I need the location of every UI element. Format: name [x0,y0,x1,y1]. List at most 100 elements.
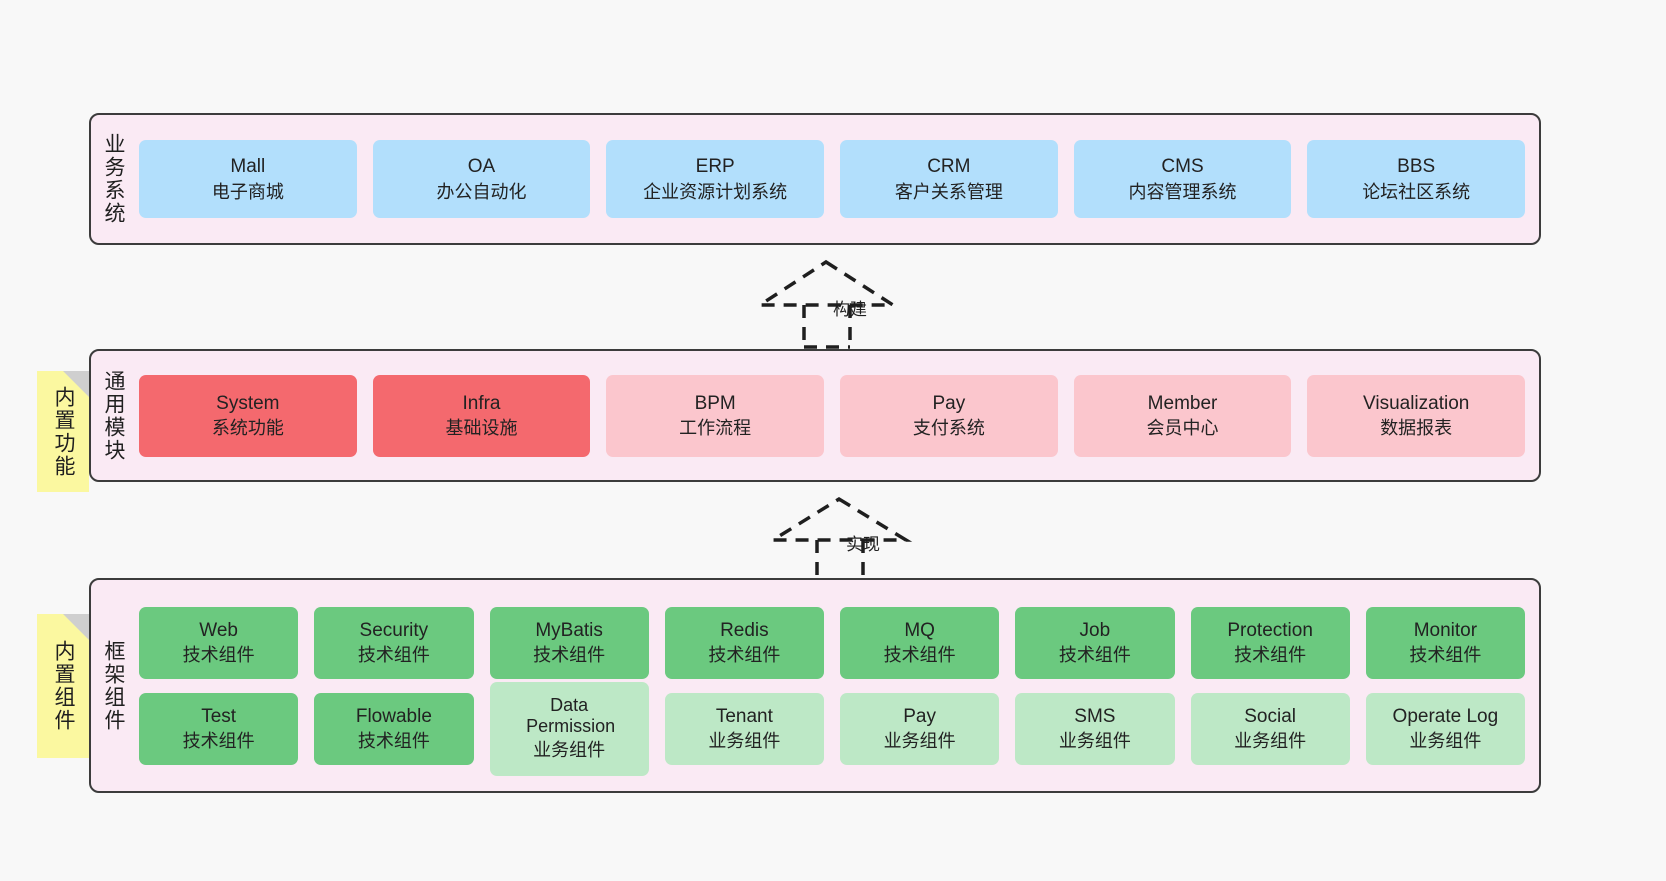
card-subtitle: 电子商城 [211,181,284,202]
card-data-permission[interactable]: Data Permission 业务组件 [489,681,649,776]
card-subtitle: 业务组件 [1058,731,1131,752]
card-member[interactable]: Member 会员中心 [1073,374,1292,457]
card-subtitle: 基础设施 [445,418,518,439]
section-common-modules: 通用模块 System 系统功能 Infra 基础设施 BPM 工作流程 Pay… [89,349,1541,482]
card-title: CRM [927,156,971,178]
card-title: Protection [1227,619,1313,641]
card-title: BPM [694,392,736,414]
card-title: BBS [1397,156,1436,178]
card-infra[interactable]: Infra 基础设施 [372,374,591,457]
card-subtitle: 业务组件 [533,739,606,760]
card-title: CMS [1161,156,1204,178]
connector-build-arrow [755,259,899,349]
note-label: 内置组件 [52,640,76,732]
card-title: SMS [1074,705,1116,727]
card-subtitle: 系统功能 [211,418,284,439]
connector-implement: 实现 [768,492,913,584]
card-system[interactable]: System 系统功能 [139,374,357,457]
section-body-common-modules: System 系统功能 Infra 基础设施 BPM 工作流程 Pay 支付系统… [135,351,1539,480]
card-title: System [216,392,280,414]
card-title: Social [1244,705,1296,727]
card-test[interactable]: Test 技术组件 [139,692,299,765]
card-subtitle: 技术组件 [533,645,606,666]
card-title: Web [199,619,238,641]
card-subtitle: 业务组件 [883,731,956,752]
card-protection[interactable]: Protection 技术组件 [1190,606,1350,679]
card-subtitle: 业务组件 [1234,731,1307,752]
card-bpm[interactable]: BPM 工作流程 [606,374,825,457]
card-security[interactable]: Security 技术组件 [314,606,474,679]
card-mq[interactable]: MQ 技术组件 [840,606,1000,679]
card-title: Redis [720,619,769,641]
card-mybatis[interactable]: MyBatis 技术组件 [489,606,649,679]
card-sms[interactable]: SMS 业务组件 [1015,692,1175,765]
card-pay-business[interactable]: Pay 业务组件 [840,692,1000,765]
card-subtitle: 企业资源计划系统 [643,181,788,202]
card-title: Infra [462,392,501,414]
card-subtitle: 客户关系管理 [894,181,1003,202]
card-redis[interactable]: Redis 技术组件 [664,606,824,679]
card-title: OA [467,156,496,178]
card-subtitle: 技术组件 [1234,645,1307,666]
card-subtitle: 技术组件 [1058,645,1131,666]
card-subtitle: 技术组件 [1409,645,1482,666]
card-monitor[interactable]: Monitor 技术组件 [1365,606,1525,679]
card-subtitle: 技术组件 [357,731,430,752]
card-visualization[interactable]: Visualization 数据报表 [1307,374,1526,457]
card-subtitle: 技术组件 [182,731,255,752]
card-pay[interactable]: Pay 支付系统 [840,374,1058,457]
card-title: Data Permission [526,694,616,737]
card-subtitle: 支付系统 [912,418,985,439]
card-subtitle: 技术组件 [883,645,956,666]
card-flowable[interactable]: Flowable 技术组件 [314,692,474,765]
card-crm[interactable]: CRM 客户关系管理 [840,140,1058,218]
card-title: MyBatis [535,619,603,641]
card-title: Pay [932,392,966,414]
card-cms[interactable]: CMS 内容管理系统 [1073,140,1292,218]
card-title: Tenant [715,705,773,727]
card-title: Operate Log [1392,705,1499,727]
section-label-common-modules: 通用模块 [102,369,126,462]
card-title: Mall [230,156,266,178]
card-title: Security [359,619,429,641]
card-subtitle: 工作流程 [679,418,752,439]
card-oa[interactable]: OA 办公自动化 [372,140,591,218]
card-operate-log[interactable]: Operate Log 业务组件 [1365,692,1525,765]
card-title: Flowable [355,705,432,727]
card-subtitle: 论坛社区系统 [1362,181,1471,202]
connector-implement-label: 实现 [846,535,880,554]
section-label-framework-components: 框架组件 [102,639,126,732]
note-label: 内置功能 [52,385,76,478]
card-subtitle: 业务组件 [1409,731,1482,752]
card-title: Job [1079,619,1111,641]
section-body-business-systems: Mall 电子商城 OA 办公自动化 ERP 企业资源计划系统 CRM 客户关系… [135,115,1539,243]
card-social[interactable]: Social 业务组件 [1190,692,1350,765]
section-business-systems: 业务系统 Mall 电子商城 OA 办公自动化 ERP 企业资源计划系统 CRM… [89,113,1541,245]
card-tenant[interactable]: Tenant 业务组件 [664,692,824,765]
card-bbs[interactable]: BBS 论坛社区系统 [1307,140,1526,218]
card-title: MQ [904,619,935,641]
card-title: Test [201,705,237,727]
note-fold-icon [63,371,89,397]
section-body-framework-components: Web 技术组件 Security 技术组件 MyBatis 技术组件 Redi… [135,580,1539,791]
card-title: ERP [695,156,735,178]
card-title: Member [1147,392,1218,414]
card-subtitle: 办公自动化 [436,181,527,202]
card-subtitle: 会员中心 [1146,418,1219,439]
card-subtitle: 业务组件 [708,731,781,752]
card-subtitle: 技术组件 [357,645,430,666]
card-web[interactable]: Web 技术组件 [139,606,299,679]
business-card-row: Mall 电子商城 OA 办公自动化 ERP 企业资源计划系统 CRM 客户关系… [139,140,1526,218]
section-label-business-systems: 业务系统 [102,133,126,225]
framework-business-row: Test 技术组件 Flowable 技术组件 Data Permission … [139,681,1525,776]
connector-build-label: 构建 [833,300,867,319]
section-framework-components: 框架组件 Web 技术组件 Security 技术组件 MyBatis 技术组件… [89,578,1541,793]
framework-tech-row: Web 技术组件 Security 技术组件 MyBatis 技术组件 Redi… [139,606,1525,679]
card-subtitle: 技术组件 [182,645,255,666]
card-title: Visualization [1363,392,1470,414]
card-erp[interactable]: ERP 企业资源计划系统 [606,140,825,218]
card-mall[interactable]: Mall 电子商城 [139,140,357,218]
card-subtitle: 数据报表 [1380,418,1453,439]
card-job[interactable]: Job 技术组件 [1015,606,1175,679]
note-builtin-features: 内置功能 [37,371,89,492]
